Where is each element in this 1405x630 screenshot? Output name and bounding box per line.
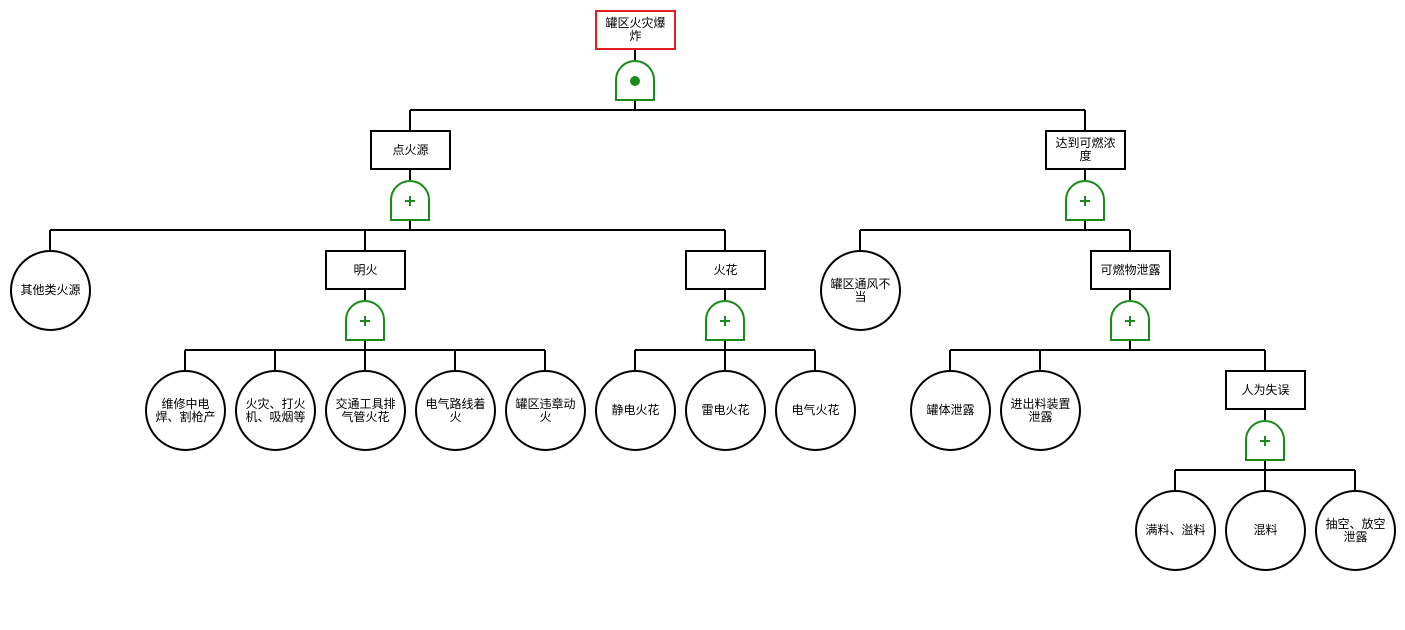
basic-event-label: 罐区违章动火 [515, 396, 576, 424]
and-gate-icon[interactable] [614, 60, 656, 101]
basic-event-other-source[interactable]: 其他类火源 [10, 250, 91, 331]
or-gate-icon[interactable] [1109, 300, 1151, 341]
event-ignition-label: 点火源 [392, 142, 429, 157]
basic-event-wiring-fire[interactable]: 电气路线着火 [415, 370, 496, 451]
event-human-error-label: 人为失误 [1241, 382, 1290, 397]
basic-event-illegal-hotwork[interactable]: 罐区违章动火 [505, 370, 586, 451]
basic-event-label: 火灾、打火机、吸烟等 [245, 396, 306, 424]
basic-event-label: 维修中电焊、割枪产 [155, 396, 216, 424]
basic-event-label: 电气路线着火 [425, 396, 486, 424]
basic-event-static-spark[interactable]: 静电火花 [595, 370, 676, 451]
event-human-error-box[interactable]: 人为失误 [1225, 370, 1306, 410]
basic-event-label: 电气火花 [791, 403, 840, 417]
basic-event-label: 抽空、放空泄露 [1325, 516, 1386, 544]
top-event-label: 罐区火灾爆炸 [605, 16, 666, 43]
basic-event-label: 其他类火源 [20, 283, 81, 297]
event-concentration-label: 达到可燃浓度 [1055, 136, 1116, 163]
event-leak-label: 可燃物泄露 [1100, 262, 1161, 277]
basic-event-loading-leak[interactable]: 进出料装置泄露 [1000, 370, 1081, 451]
or-gate-icon[interactable] [344, 300, 386, 341]
basic-event-lightning-spark[interactable]: 雷电火花 [685, 370, 766, 451]
basic-event-welding[interactable]: 维修中电焊、割枪产 [145, 370, 226, 451]
top-event-box[interactable]: 罐区火灾爆炸 [595, 10, 676, 50]
basic-event-label: 混料 [1253, 523, 1278, 537]
basic-event-label: 罐区通风不当 [830, 276, 891, 304]
basic-event-label: 静电火花 [611, 403, 660, 417]
or-gate-icon[interactable] [704, 300, 746, 341]
event-open-fire-box[interactable]: 明火 [325, 250, 406, 290]
basic-event-label: 雷电火花 [701, 403, 750, 417]
basic-event-smoking[interactable]: 火灾、打火机、吸烟等 [235, 370, 316, 451]
basic-event-label: 进出料装置泄露 [1010, 396, 1071, 424]
basic-event-label: 满料、溢料 [1145, 523, 1206, 537]
basic-event-label: 罐体泄露 [926, 403, 975, 417]
event-spark-box[interactable]: 火花 [685, 250, 766, 290]
basic-event-electric-spark[interactable]: 电气火花 [775, 370, 856, 451]
basic-event-label: 交通工具排气管火花 [335, 396, 396, 424]
event-leak-box[interactable]: 可燃物泄露 [1090, 250, 1171, 290]
basic-event-mixing[interactable]: 混料 [1225, 490, 1306, 571]
basic-event-exhaust[interactable]: 交通工具排气管火花 [325, 370, 406, 451]
event-ignition-box[interactable]: 点火源 [370, 130, 451, 170]
basic-event-evacuation-leak[interactable]: 抽空、放空泄露 [1315, 490, 1396, 571]
basic-event-tank-leak[interactable]: 罐体泄露 [910, 370, 991, 451]
event-spark-label: 火花 [713, 262, 738, 277]
event-concentration-box[interactable]: 达到可燃浓度 [1045, 130, 1126, 170]
or-gate-icon[interactable] [1244, 420, 1286, 461]
or-gate-icon[interactable] [389, 180, 431, 221]
or-gate-icon[interactable] [1064, 180, 1106, 221]
event-open-fire-label: 明火 [353, 262, 378, 277]
basic-event-overflow[interactable]: 满料、溢料 [1135, 490, 1216, 571]
basic-event-ventilation[interactable]: 罐区通风不当 [820, 250, 901, 331]
